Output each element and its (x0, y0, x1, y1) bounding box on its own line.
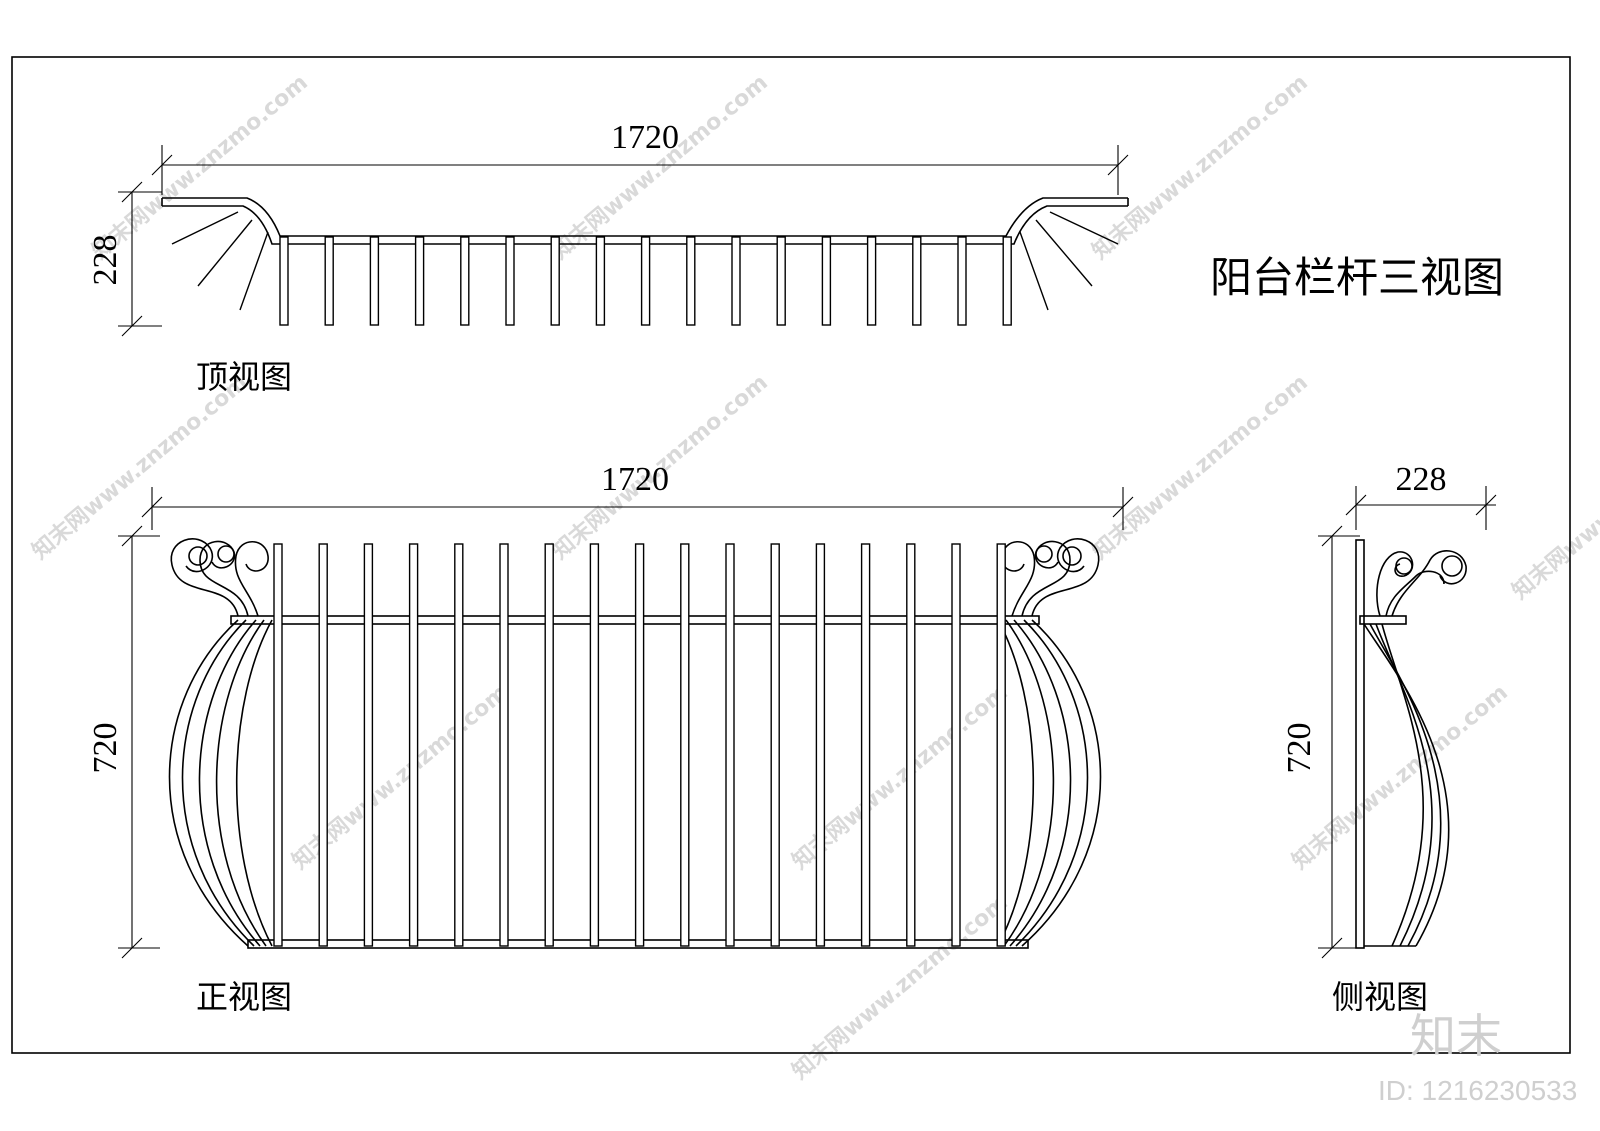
front-view-label: 正视图 (196, 978, 292, 1016)
top-view-baluster (279, 236, 289, 326)
front-view-baluster (273, 543, 283, 947)
top-view-baluster (686, 236, 696, 326)
side-view-width-dim: 228 (1396, 461, 1447, 498)
top-view-baluster (821, 236, 832, 326)
top-view-baluster (595, 236, 606, 326)
front-view-baluster (680, 543, 690, 947)
drawing-frame (11, 56, 1571, 1054)
top-view-baluster (369, 236, 380, 326)
top-view-depth-dim: 228 (87, 235, 124, 286)
watermark-text: 知末网www.znzmo.com (1507, 409, 1600, 604)
top-view-baluster (550, 236, 560, 326)
front-view-baluster (318, 543, 328, 947)
front-view-baluster (860, 543, 871, 947)
front-view-baluster (770, 543, 780, 947)
front-view-baluster (363, 543, 374, 947)
side-view-label: 侧视图 (1332, 978, 1428, 1016)
top-view-baluster (414, 236, 425, 326)
top-view-baluster (324, 236, 334, 326)
top-view-label: 顶视图 (196, 358, 292, 396)
top-view-baluster (640, 236, 651, 326)
top-view: 1720 228 顶视图 (87, 119, 1129, 396)
front-view-baluster (408, 543, 419, 947)
front-view-baluster (634, 543, 645, 947)
front-view-baluster (544, 543, 554, 947)
front-view-baluster (815, 543, 826, 947)
watermark-id: ID: 1216230533 (1378, 1075, 1577, 1106)
top-view-balusters (279, 236, 1012, 326)
side-view: 228 720 侧视图 (1281, 461, 1497, 1016)
side-view-height-dim: 720 (1281, 723, 1318, 774)
watermark-text: 知末网www.znzmo.com (1287, 679, 1513, 874)
watermark-text: 知末网www.znzmo.com (1087, 369, 1313, 564)
front-view-width-dim: 1720 (601, 461, 669, 498)
top-view-baluster (731, 236, 741, 326)
watermark-text: 知末网www.znzmo.com (1087, 69, 1313, 264)
top-view-baluster (505, 236, 515, 326)
front-view: 1720 720 (87, 461, 1134, 1016)
front-view-baluster (725, 543, 735, 947)
top-view-baluster (912, 236, 922, 326)
front-view-baluster (951, 543, 961, 947)
front-view-baluster (906, 543, 916, 947)
front-view-balusters (273, 543, 1006, 947)
front-view-baluster (454, 543, 464, 947)
watermark-brand: 知末 (1410, 1009, 1502, 1063)
watermark-text: 知末网www.znzmo.com (27, 369, 253, 564)
front-view-height-dim: 720 (87, 723, 124, 774)
front-view-baluster (499, 543, 509, 947)
top-view-baluster (957, 236, 967, 326)
top-view-baluster (866, 236, 877, 326)
top-view-baluster (1002, 236, 1012, 326)
top-view-baluster (460, 236, 470, 326)
top-view-baluster (776, 236, 786, 326)
drawing-title: 阳台栏杆三视图 (1210, 253, 1504, 302)
front-view-baluster (996, 543, 1006, 947)
top-view-width-dim: 1720 (611, 119, 679, 156)
front-view-baluster (589, 543, 600, 947)
